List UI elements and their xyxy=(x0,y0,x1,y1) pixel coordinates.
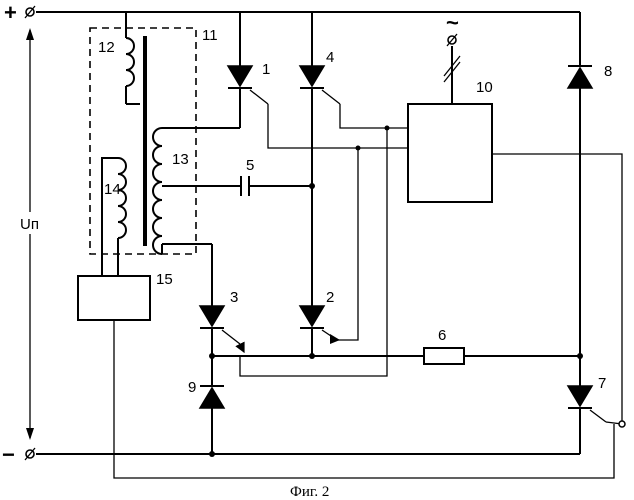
winding-13-label: 13 xyxy=(172,151,189,168)
middle-bus xyxy=(212,353,583,359)
resistor-6-label: 6 xyxy=(438,327,446,344)
control-unit-10-label: 10 xyxy=(476,79,493,96)
capacitor-5 xyxy=(162,176,315,196)
winding-12 xyxy=(126,12,140,104)
thyristor-2 xyxy=(300,306,340,356)
supply-voltage-label: Uп xyxy=(20,216,39,233)
diode-8-label: 8 xyxy=(604,63,612,80)
thyristor-3-label: 3 xyxy=(230,289,238,306)
thyristor-2-label: 2 xyxy=(326,289,334,306)
plus-terminal: + xyxy=(4,0,35,25)
control-unit-10 xyxy=(408,104,492,202)
resistor-6 xyxy=(424,348,464,364)
thyristor-4 xyxy=(300,12,408,306)
diode-9-label: 9 xyxy=(188,379,196,396)
thyristor-3 xyxy=(200,244,244,384)
thyristor-4-label: 4 xyxy=(326,49,334,66)
minus-terminal: − xyxy=(2,442,35,467)
gate-wire-thyristor-2 xyxy=(338,146,361,341)
thyristor-1-label: 1 xyxy=(262,61,270,78)
block-15-label: 15 xyxy=(156,271,173,288)
figure-caption: Фиг. 2 xyxy=(290,484,329,500)
ac-input: ~ xyxy=(444,10,460,104)
transformer-11-label: 11 xyxy=(202,27,218,44)
winding-12-label: 12 xyxy=(98,39,115,56)
plus-terminal-label: + xyxy=(4,0,17,25)
minus-terminal-label: − xyxy=(2,442,15,467)
thyristor-7 xyxy=(568,356,625,454)
gate-wire-thyristor-3 xyxy=(240,128,387,376)
winding-14 xyxy=(102,158,126,276)
diode-8 xyxy=(568,12,592,356)
capacitor-5-label: 5 xyxy=(246,157,254,174)
winding-14-label: 14 xyxy=(104,181,121,198)
diode-9 xyxy=(200,356,224,457)
supply-voltage-arrow: Uп xyxy=(16,28,46,440)
block-15 xyxy=(78,276,150,320)
ac-input-label: ~ xyxy=(446,10,459,35)
thyristor-7-label: 7 xyxy=(598,375,606,392)
